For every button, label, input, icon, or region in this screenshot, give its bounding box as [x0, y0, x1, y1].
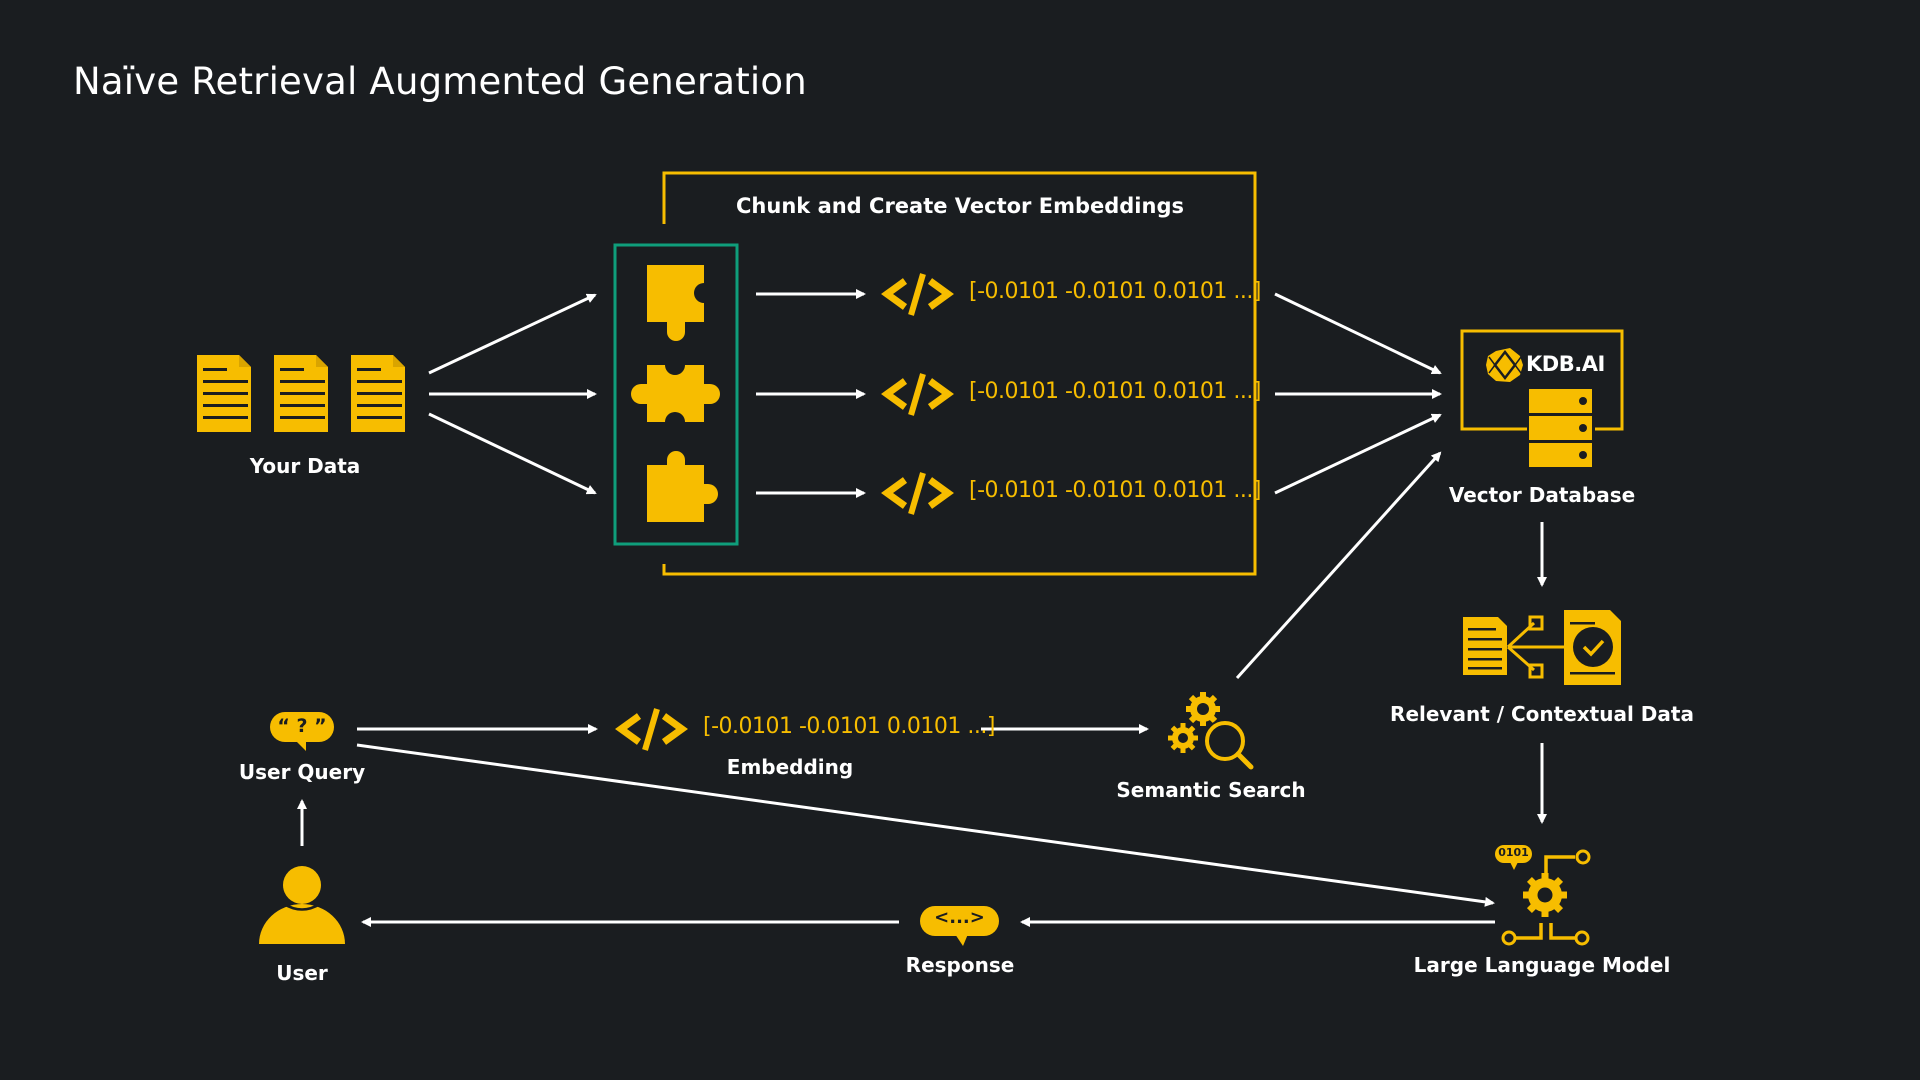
chunk-1-vector: [-0.0101 -0.0101 0.0101 ...]: [969, 279, 1261, 304]
code-icon: [887, 274, 948, 315]
puzzle-piece-icon: [647, 451, 718, 522]
chunk-2-vector: [-0.0101 -0.0101 0.0101 ...]: [969, 379, 1261, 404]
page-title: Naïve Retrieval Augmented Generation: [73, 60, 807, 103]
code-icon: [887, 473, 948, 514]
document-icon: [274, 355, 328, 432]
your-data-documents: [197, 355, 405, 432]
your-data-label: Your Data: [249, 454, 361, 478]
arrow-semantic-search-to-db: [1235, 451, 1442, 680]
gear-circuit-icon: [1495, 845, 1591, 946]
llm-badge: 0101: [1498, 846, 1529, 859]
arrow-embedding-3-to-db: [1274, 413, 1442, 495]
document-icon: [197, 355, 251, 432]
kdb-brand: KDB.AI: [1526, 352, 1605, 376]
chunk-group-frame: [662, 171, 1257, 576]
speech-bubble-code-icon: [920, 906, 999, 946]
relevant-data-label: Relevant / Contextual Data: [1390, 702, 1694, 726]
code-icon: [887, 374, 948, 415]
user-query-label: User Query: [238, 760, 366, 784]
embedding-label: Embedding: [726, 755, 854, 779]
llm-label: Large Language Model: [1413, 953, 1671, 977]
kdb-frame: [1460, 329, 1624, 431]
user-query-bubble-text: “ ? ”: [277, 715, 327, 737]
chunks-frame: [613, 243, 739, 546]
user-icon: [259, 866, 345, 944]
response-label: Response: [905, 953, 1015, 977]
document-icon: [351, 355, 405, 432]
arrow-query-to-llm: [356, 743, 1495, 907]
database-server-icon: [1529, 389, 1592, 467]
gears-magnifier-icon: [1168, 692, 1254, 770]
arrow-data-to-chunk-1: [428, 293, 597, 375]
semantic-search-label: Semantic Search: [1116, 778, 1306, 802]
document-check-icon: [1463, 610, 1621, 685]
response-bubble-text: <...>: [934, 907, 985, 928]
query-embedding-vector: [-0.0101 -0.0101 0.0101 ...]: [703, 714, 995, 739]
code-icon: [621, 709, 682, 750]
chunk-3-vector: [-0.0101 -0.0101 0.0101 ...]: [969, 478, 1261, 503]
speech-bubble-question-icon: [270, 712, 334, 751]
arrow-data-to-chunk-3: [428, 412, 597, 495]
puzzle-piece-icon: [631, 365, 720, 422]
puzzle-piece-icon: [647, 265, 704, 341]
kdb-logo-icon: [1486, 348, 1523, 382]
user-label: User: [276, 961, 328, 985]
vector-database-label: Vector Database: [1448, 483, 1636, 507]
arrow-embedding-1-to-db: [1274, 292, 1442, 375]
chunk-group-label: Chunk and Create Vector Embeddings: [736, 194, 1184, 218]
